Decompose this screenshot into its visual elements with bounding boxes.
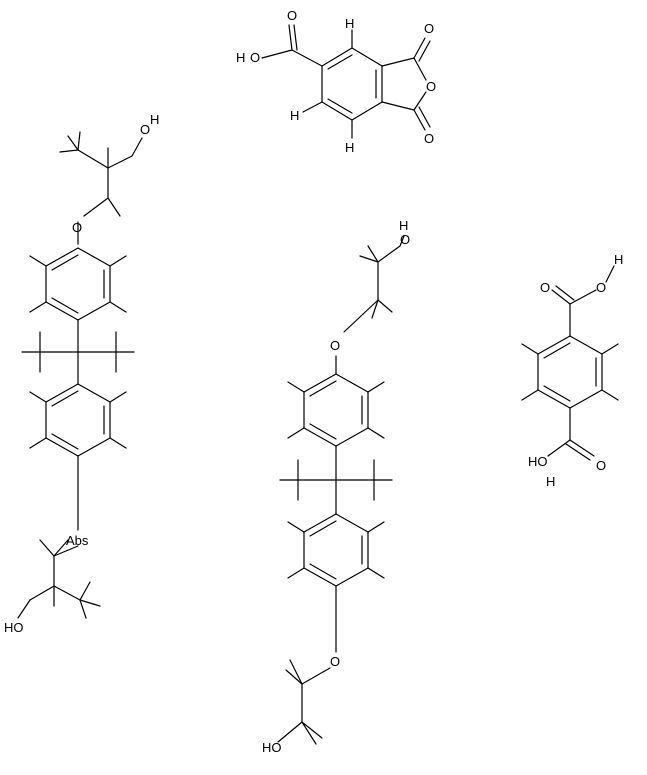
atom-o: O bbox=[540, 280, 550, 295]
atom-h: H bbox=[290, 108, 299, 123]
atom-h: H bbox=[345, 140, 354, 155]
molecule-trimellitic-anhydride: O H O H H H O O O bbox=[236, 8, 436, 155]
atom-o: O bbox=[426, 79, 436, 94]
atom-o: O bbox=[330, 654, 340, 669]
atom-h: H bbox=[546, 474, 555, 489]
atom-h: H bbox=[614, 252, 623, 267]
molecule-bisphenol-propoxylate: O H O Abs HO bbox=[4, 112, 159, 635]
atom-o: O bbox=[596, 280, 606, 295]
atom-o: O bbox=[287, 8, 297, 23]
atom-h: H bbox=[150, 112, 159, 127]
atom-h: H bbox=[345, 16, 354, 31]
atom-o: O bbox=[140, 122, 150, 137]
atom-ho: HO bbox=[528, 454, 548, 469]
atom-h: H bbox=[236, 50, 245, 65]
atom-o: O bbox=[424, 131, 434, 146]
benzene-ring bbox=[321, 47, 383, 121]
atom-ho: HO bbox=[262, 740, 282, 755]
atom-o: O bbox=[400, 232, 410, 247]
atom-o: O bbox=[330, 338, 340, 353]
atom-o: O bbox=[250, 50, 260, 65]
atom-o: O bbox=[72, 220, 82, 235]
atom-o: O bbox=[596, 458, 606, 473]
atom-ho: HO bbox=[4, 620, 24, 635]
molecule-bisphenol-ethoxylate: O H O O HO bbox=[262, 218, 410, 755]
molecule-terephthalic-acid: O O H O HO H bbox=[521, 252, 623, 489]
atom-o: O bbox=[424, 21, 434, 36]
atom-abs: Abs bbox=[66, 533, 89, 548]
atom-h: H bbox=[399, 218, 408, 233]
